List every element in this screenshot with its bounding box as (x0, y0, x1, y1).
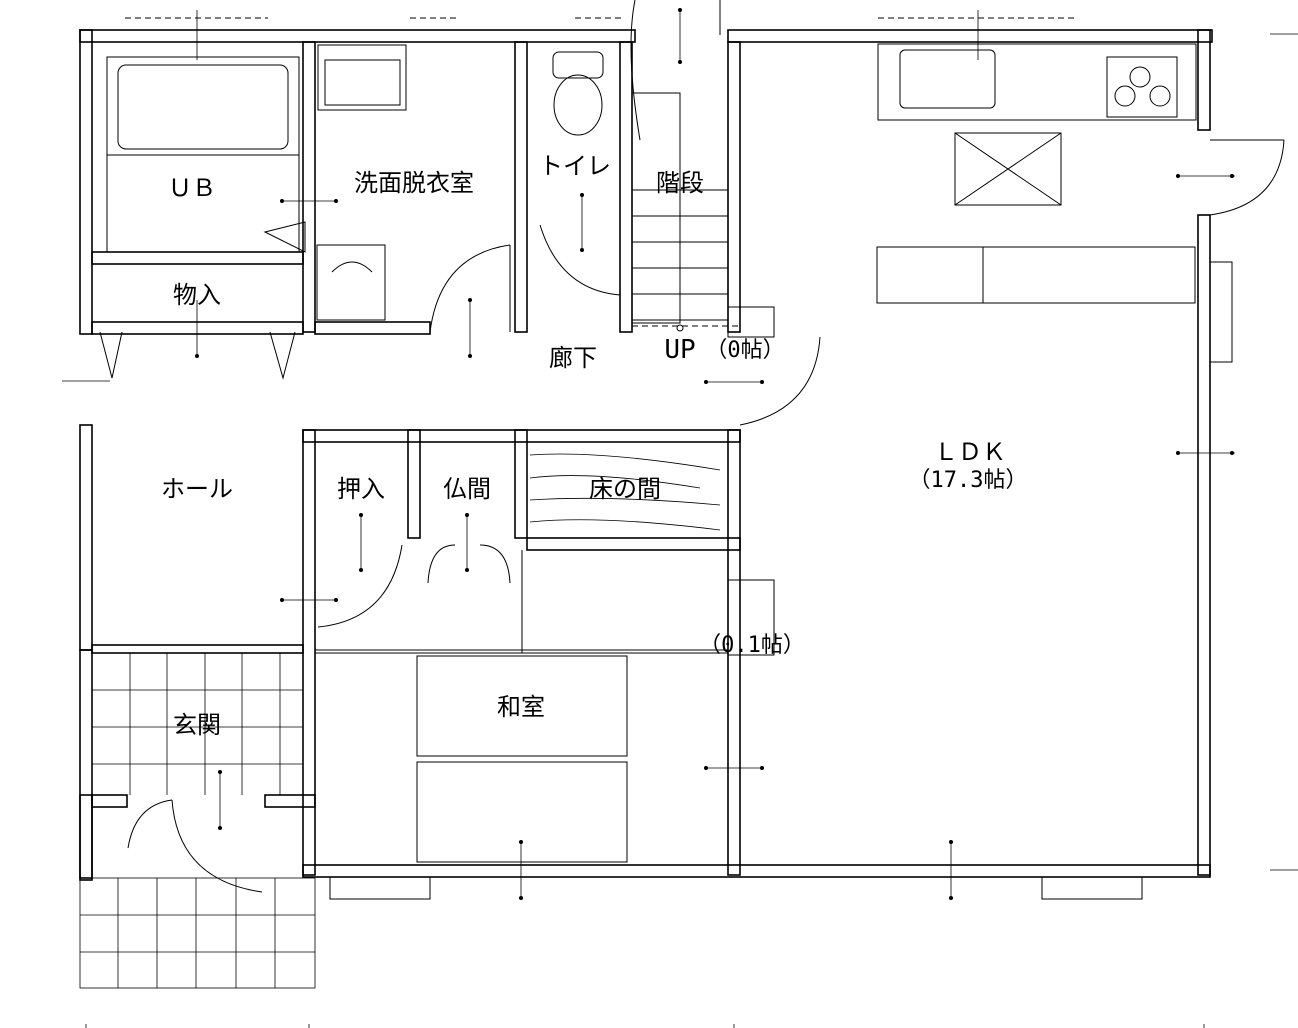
fixtures (79, 43, 1197, 989)
small-area-label: （0.1帖） (699, 633, 805, 658)
room-kaidan: 階段 (656, 169, 704, 197)
ldk-area-label: （17.3帖） (909, 468, 1028, 493)
room-ldk: ＬＤＫ (934, 438, 1006, 466)
exterior-walls (79, 29, 1213, 879)
stair-up-label: UP (664, 335, 695, 365)
room-rouka: 廊下 (549, 344, 597, 372)
room-senmen: 洗面脱衣室 (354, 169, 474, 197)
interior-walls (79, 41, 741, 881)
doors (99, 0, 1285, 893)
grid-ticks (85, 1024, 1205, 1028)
room-monoire: 物入 (173, 281, 221, 309)
room-toilet: トイレ (539, 152, 611, 180)
room-washitsu: 和室 (497, 693, 545, 721)
room-tokonoma: 床の間 (589, 475, 661, 503)
room-hall: ホール (161, 475, 233, 503)
room-ub: ＵＢ (168, 174, 216, 202)
stair-treads (632, 189, 728, 321)
stair-area-label: （0帖） (705, 338, 784, 363)
markers (195, 8, 1234, 900)
room-oshiire: 押入 (337, 475, 385, 503)
genkan-tiles (79, 653, 316, 989)
room-genkan: 玄関 (173, 711, 221, 739)
windows (62, 10, 1298, 900)
room-labels: ＵＢ 洗面脱衣室 トイレ 階段 物入 廊下 UP （0帖） ホール 押入 仏間 … (161, 152, 1027, 739)
room-butsuma: 仏間 (443, 475, 491, 503)
